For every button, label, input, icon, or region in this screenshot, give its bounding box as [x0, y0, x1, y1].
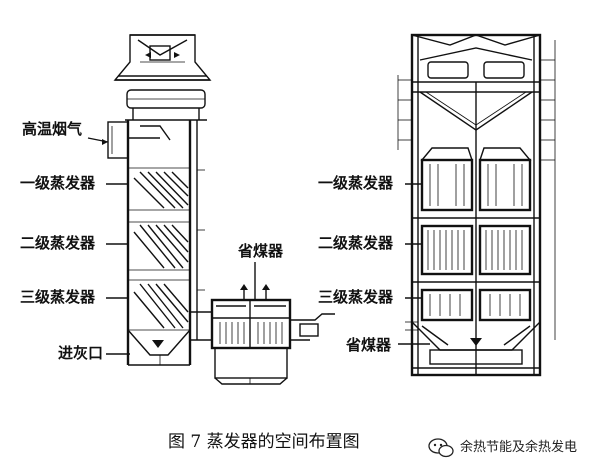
label-high-temp-flue-gas: 高温烟气	[22, 120, 82, 138]
economizer-unit	[210, 284, 335, 385]
label-economizer-top: 省煤器	[237, 242, 284, 260]
right-elevation-view	[397, 33, 556, 377]
watermark-text: 余热节能及余热发电	[460, 439, 577, 455]
label-evaporator-stage-1-right: 一级蒸发器	[318, 174, 394, 192]
label-evaporator-stage-2-right: 二级蒸发器	[318, 234, 394, 252]
label-ash-inlet: 进灰口	[58, 344, 103, 362]
wechat-bubble-icon	[428, 438, 454, 458]
label-evaporator-stage-3-left: 三级蒸发器	[20, 288, 96, 306]
label-economizer-right: 省煤器	[345, 336, 392, 354]
watermark: 余热节能及余热发电	[428, 438, 577, 458]
label-evaporator-stage-3-right: 三级蒸发器	[318, 288, 394, 306]
label-evaporator-stage-2-left: 二级蒸发器	[20, 234, 96, 252]
label-evaporator-stage-1-left: 一级蒸发器	[20, 174, 96, 192]
left-elevation-view	[107, 34, 212, 366]
figure-caption: 图 7 蒸发器的空间布置图	[168, 432, 360, 452]
leader-lines	[87, 137, 430, 355]
